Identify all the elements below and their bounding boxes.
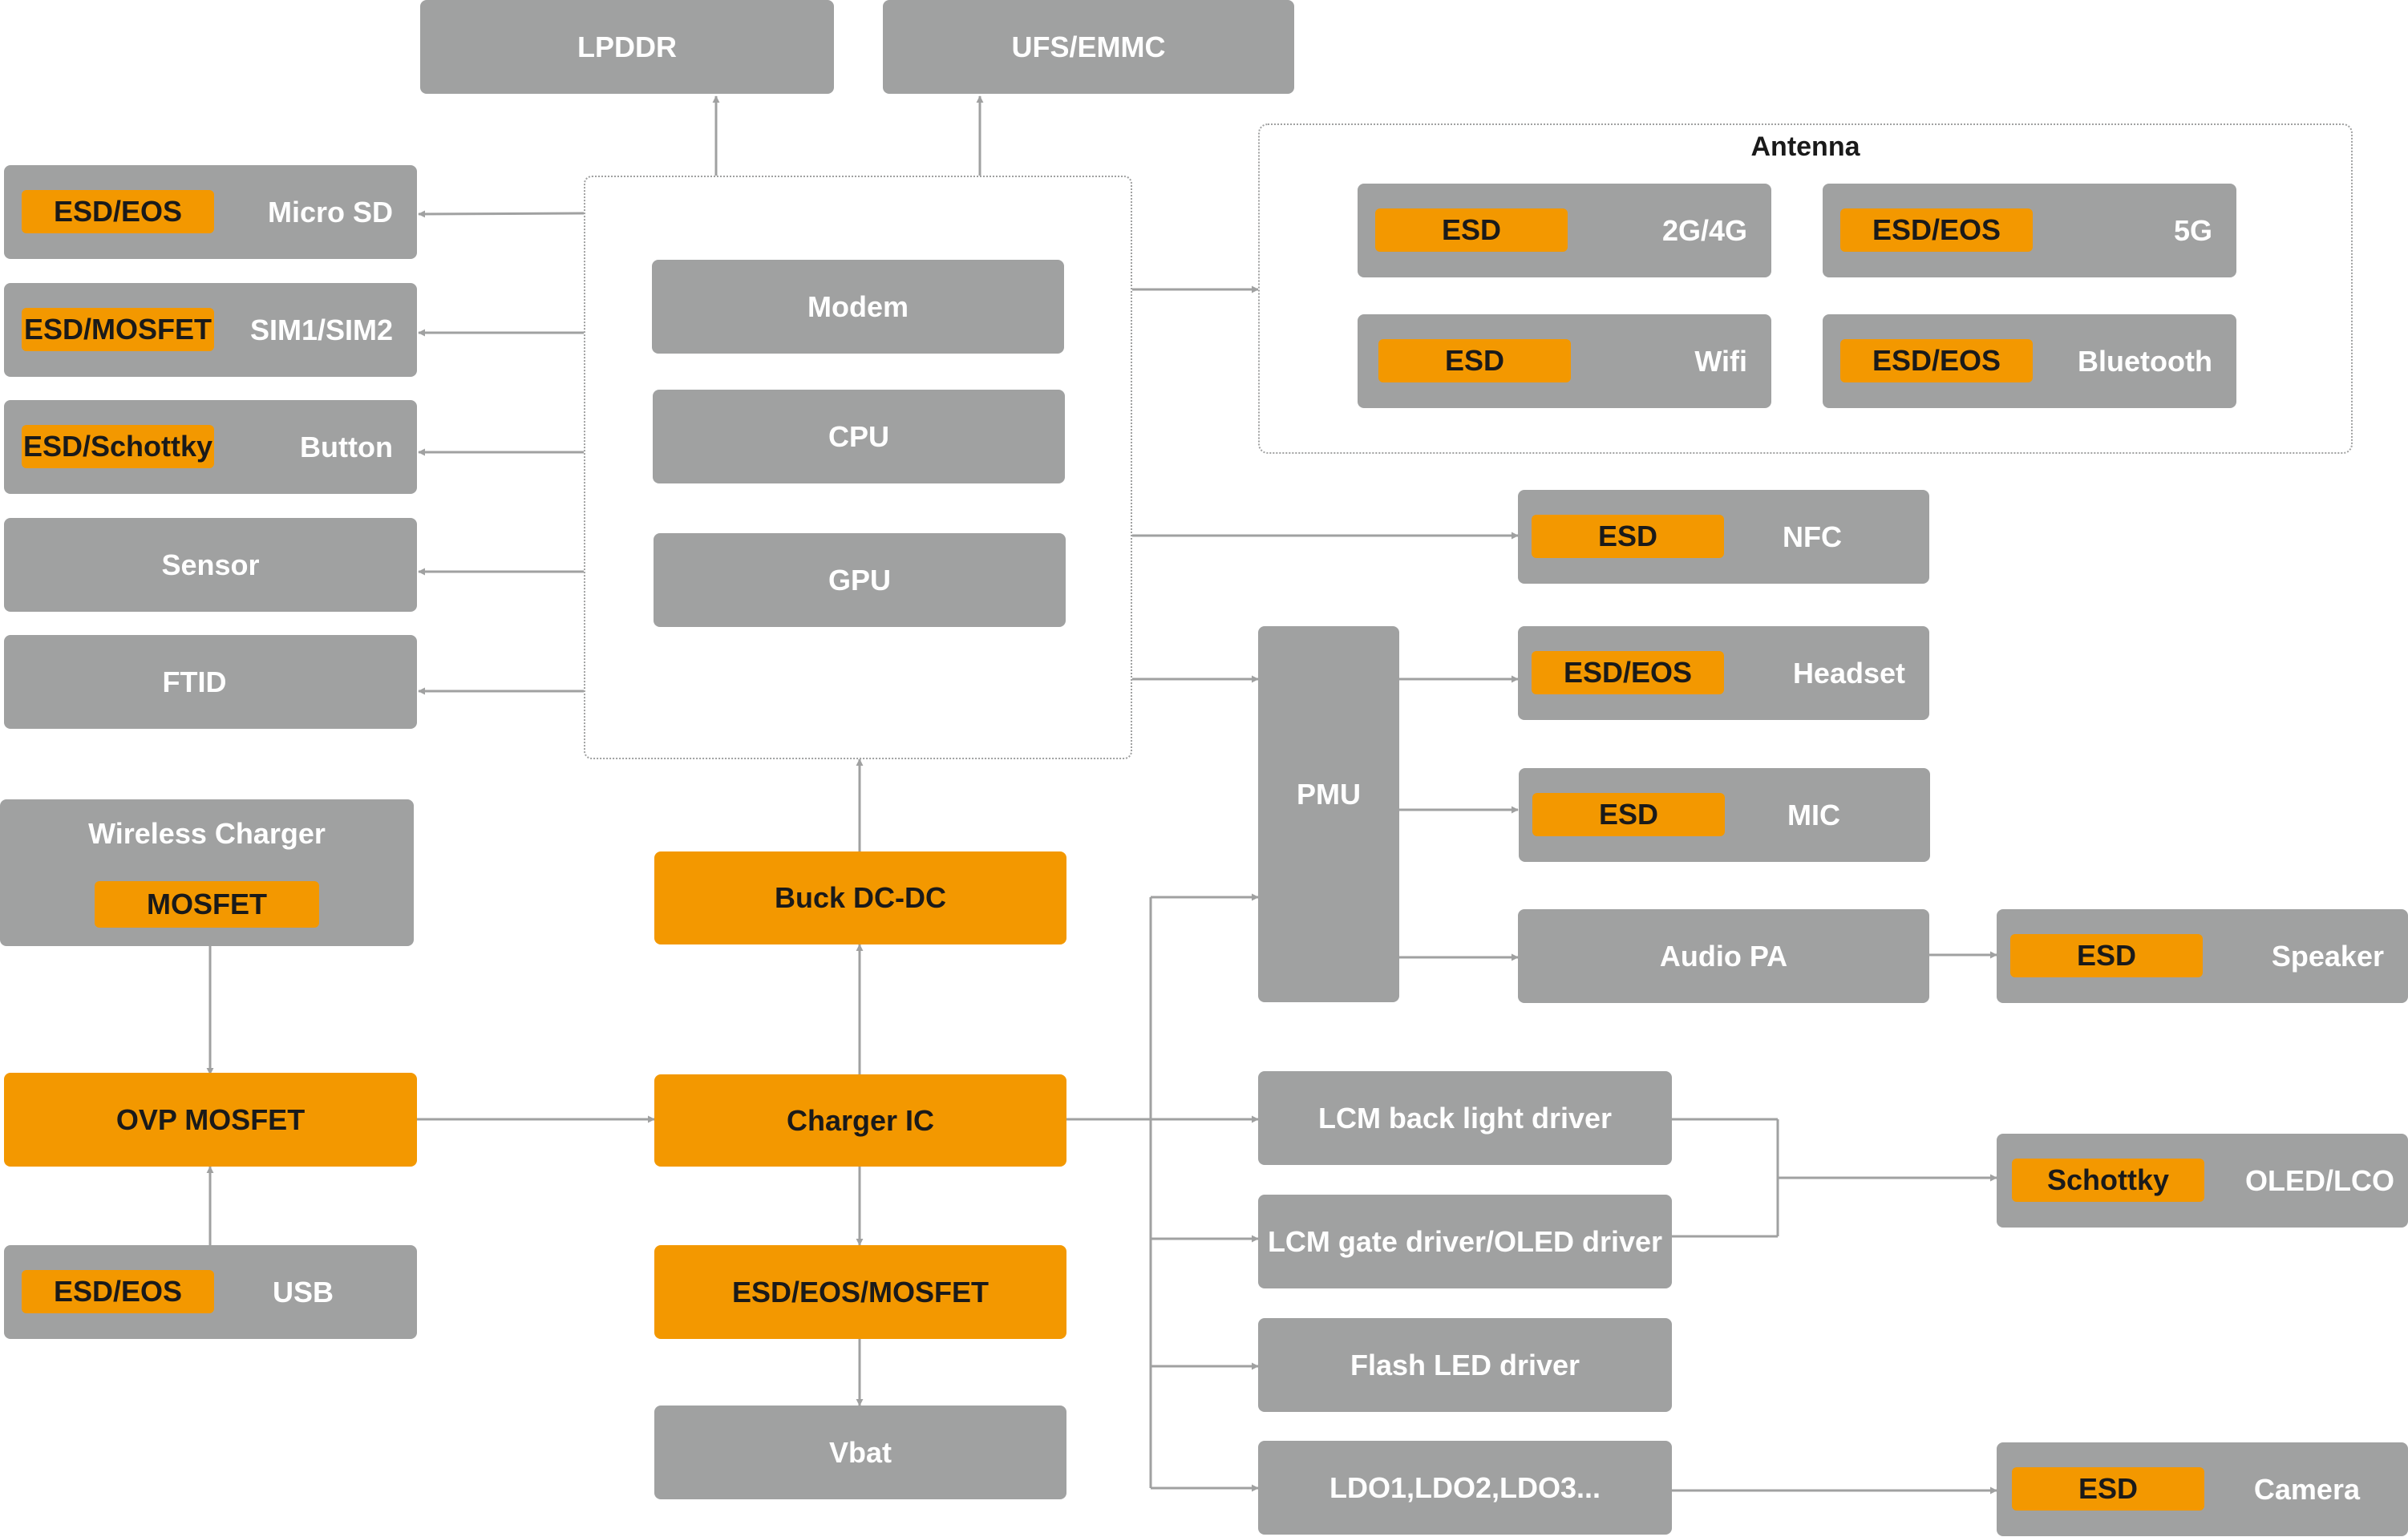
lcm-gate-driver-block: LCM gate driver/OLED driver [1258,1195,1672,1288]
arrow-soc-microsd [418,210,585,218]
antenna-5g-tag: ESD/EOS [1840,208,2033,252]
nfc-tag: ESD [1532,515,1724,558]
button-block: ESD/Schottky Button [4,400,417,494]
ovp-mosfet-block: OVP MOSFET [4,1073,417,1167]
pmu-block: PMU [1258,626,1399,1002]
lpddr-block: LPDDR [420,0,834,94]
speaker-block: ESD Speaker [1997,909,2408,1003]
ftid-block: FTID [4,635,417,729]
wireless-mosfet-tag: MOSFET [95,881,319,928]
headset-tag: ESD/EOS [1532,651,1724,694]
mic-block: ESD MIC [1519,768,1930,862]
speaker-tag: ESD [2010,934,2203,977]
usb-block: ESD/EOS USB [4,1245,417,1339]
audio-pa-block: Audio PA [1518,909,1929,1003]
sim-block: ESD/MOSFET SIM1/SIM2 [4,283,417,377]
lcm-backlight-driver-block: LCM back light driver [1258,1071,1672,1165]
microsd-protection-tag: ESD/EOS [22,190,214,233]
antenna-2g4g-block: ESD 2G/4G [1358,184,1771,277]
wireless-charger-block: Wireless Charger MOSFET [0,799,414,946]
antenna-5g-block: ESD/EOS 5G [1823,184,2236,277]
mic-tag: ESD [1532,793,1725,836]
gpu-block: GPU [654,533,1066,627]
usb-tag: ESD/EOS [22,1270,214,1313]
antenna-wifi-tag: ESD [1378,339,1571,382]
ldo-block: LDO1,LDO2,LDO3... [1258,1441,1672,1535]
camera-block: ESD Camera [1997,1442,2408,1536]
antenna-2g4g-tag: ESD [1375,208,1568,252]
antenna-wifi-block: ESD Wifi [1358,314,1771,408]
modem-block: Modem [652,260,1064,354]
ufs-emmc-block: UFS/EMMC [883,0,1294,94]
camera-tag: ESD [2012,1467,2204,1511]
sensor-block: Sensor [4,518,417,612]
vbat-block: Vbat [654,1406,1066,1499]
sim-protection-tag: ESD/MOSFET [22,308,214,351]
antenna-bluetooth-tag: ESD/EOS [1840,339,2033,382]
flash-led-driver-block: Flash LED driver [1258,1318,1672,1412]
charger-ic-block: Charger IC [654,1074,1066,1167]
oled-lco-block: Schottky OLED/LCO [1997,1134,2408,1228]
headset-block: ESD/EOS Headset [1518,626,1929,720]
microsd-block: ESD/EOS Micro SD [4,165,417,259]
esd-eos-mosfet-block: ESD/EOS/MOSFET [654,1245,1066,1339]
cpu-block: CPU [653,390,1065,483]
buck-dcdc-block: Buck DC-DC [654,851,1066,944]
antenna-bluetooth-block: ESD/EOS Bluetooth [1823,314,2236,408]
button-protection-tag: ESD/Schottky [22,425,214,468]
antenna-title: Antenna [1750,131,1860,162]
oled-schottky-tag: Schottky [2012,1159,2204,1202]
nfc-block: ESD NFC [1518,490,1929,584]
